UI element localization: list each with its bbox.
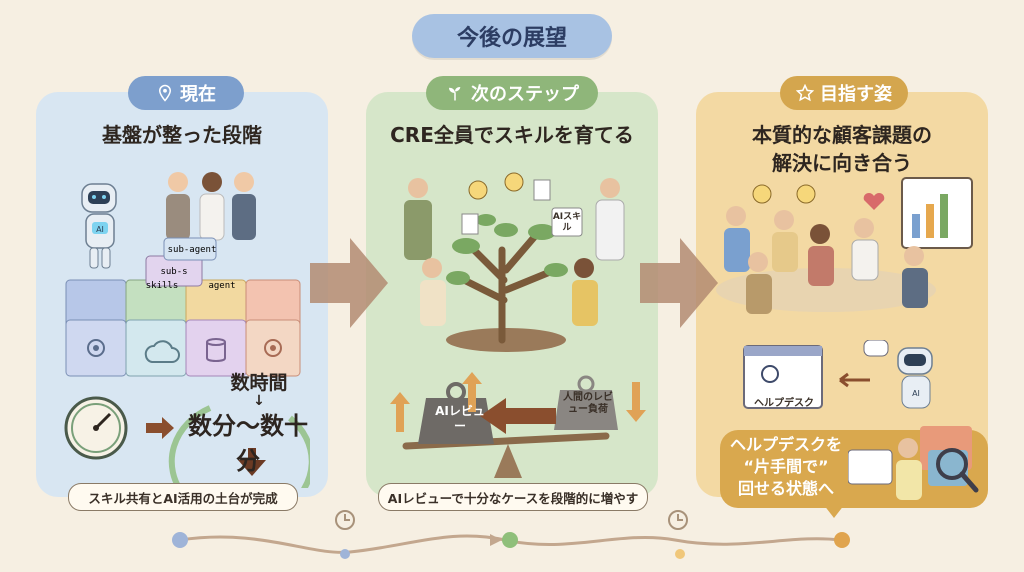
- arrow-right-icon: [146, 417, 174, 439]
- robot-icon: AI: [897, 347, 933, 409]
- next-caption: AIレビューで十分なケースを段階的に増やす: [378, 483, 648, 511]
- sprout-icon: [449, 87, 461, 101]
- goal-callout-line3: 回せる状態へ: [737, 479, 834, 498]
- lightbulb-icon: [796, 184, 816, 204]
- block-label-sub-s: sub-s: [160, 267, 187, 277]
- lightbulb-icon: [468, 180, 488, 200]
- goal-heading: 本質的な顧客課題の 解決に向き合う: [700, 121, 984, 177]
- time-reduction-graphic: [64, 396, 310, 488]
- cloud-icon: [144, 340, 180, 363]
- goal-heading-line2: 解決に向き合う: [772, 151, 912, 175]
- tag-next-step: 次のステップ: [426, 76, 598, 110]
- helpdesk-graphic: AI: [743, 340, 933, 409]
- clock-icon: [668, 510, 688, 530]
- timeline: [172, 510, 850, 559]
- goal-callout-line1: ヘルプデスクを: [729, 435, 842, 454]
- time-down-arrow: ↓: [253, 393, 265, 409]
- arrow-right-icon: [640, 238, 718, 328]
- lightbulb-icon: [752, 184, 772, 204]
- clock-icon: [64, 396, 128, 460]
- tag-current: 現在: [128, 76, 244, 110]
- goal-callout-illustration: [848, 426, 979, 500]
- current-illustration: AI sub-agent skills sub-s agent: [65, 172, 301, 377]
- tree-ai-skill-label: AIスキル: [552, 212, 582, 233]
- time-after: 数分〜数十分: [188, 412, 308, 475]
- svg-text:AI: AI: [912, 389, 920, 398]
- arrow-right-icon: [310, 238, 388, 328]
- weight-human-review-label: 人間のレビュー負荷: [563, 392, 613, 415]
- robot-icon: AI: [81, 183, 117, 269]
- heart-icon: [863, 193, 885, 210]
- tag-current-label: 現在: [180, 84, 216, 105]
- clock-icon: [335, 510, 355, 530]
- lightbulb-icon: [504, 172, 524, 192]
- magnifier-icon: [936, 448, 979, 493]
- meeting-illustration: [716, 177, 973, 314]
- balance-scale-graphic: [390, 372, 646, 478]
- next-heading: CRE全員でスキルを育てる: [390, 123, 634, 147]
- goal-heading-line1: 本質的な顧客課題の: [752, 123, 932, 147]
- helpdesk-screen-label: ヘルプデスク: [754, 398, 814, 409]
- current-caption: スキル共有とAI活用の土台が完成: [68, 483, 298, 511]
- database-icon: [206, 338, 226, 363]
- star-icon: [796, 84, 814, 102]
- tag-goal: 目指す姿: [780, 76, 908, 110]
- document-icon: [533, 179, 551, 201]
- weight-ai-review-label: AIレビュー: [435, 404, 485, 433]
- map-pin-icon: [158, 84, 172, 102]
- svg-text:AI: AI: [96, 225, 104, 234]
- document-icon: [461, 213, 479, 235]
- tree-illustration: [404, 172, 625, 352]
- gear-icon: [87, 339, 105, 357]
- block-label-skills: skills: [146, 281, 179, 291]
- page-title: 今後の展望: [412, 14, 612, 58]
- callout-pointer: [820, 500, 848, 518]
- time-before-value: 数時間: [230, 372, 288, 394]
- goal-callout-text: ヘルプデスクを “片手間で” 回せる状態へ: [724, 434, 848, 500]
- goal-callout-line2: “片手間で”: [743, 457, 829, 476]
- block-label-sub-agent: sub-agent: [168, 245, 217, 255]
- time-before: 数時間 ↓: [214, 372, 304, 408]
- tag-next-step-label: 次のステップ: [471, 84, 579, 105]
- block-label-agent: agent: [208, 281, 235, 291]
- current-heading: 基盤が整った段階: [102, 123, 262, 147]
- gear-icon: [264, 339, 282, 357]
- tag-goal-label: 目指す姿: [820, 84, 892, 105]
